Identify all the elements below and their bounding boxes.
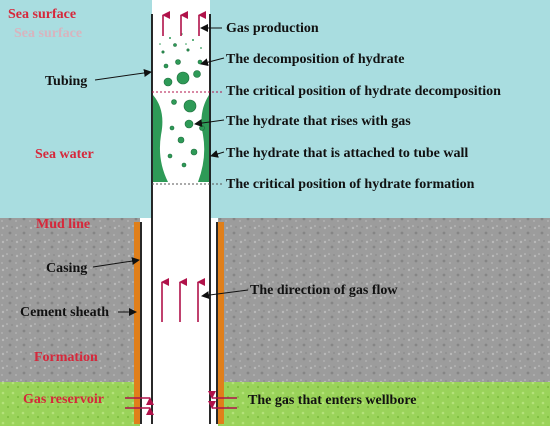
label-critical-formation: The critical position of hydrate formati…	[226, 177, 475, 192]
label-cement-sheath: Cement sheath	[20, 305, 109, 320]
label-gas-flow-direction: The direction of gas flow	[250, 283, 398, 298]
gas-flow-arrows	[161, 278, 205, 322]
label-gas-reservoir: Gas reservoir	[23, 392, 104, 407]
label-casing: Casing	[46, 261, 87, 276]
label-formation: Formation	[34, 350, 98, 365]
cement-sheath-left	[134, 222, 140, 424]
gas-inflow-arrows	[125, 391, 237, 415]
cement-sheath-right	[218, 222, 224, 424]
label-mud-line: Mud line	[36, 217, 90, 232]
wellbore-interior	[140, 218, 218, 426]
hydrate-particles	[161, 43, 205, 168]
label-decomposition: The decomposition of hydrate	[226, 52, 405, 67]
label-tubing: Tubing	[45, 74, 87, 89]
label-sea-surface: Sea surface	[8, 7, 76, 22]
label-gas-production: Gas production	[226, 21, 319, 36]
label-critical-decomposition: The critical position of hydrate decompo…	[226, 84, 501, 99]
hydrate-wall-left	[153, 95, 168, 182]
label-sea-water: Sea water	[35, 147, 94, 162]
label-hydrate-attached: The hydrate that is attached to tube wal…	[226, 146, 468, 161]
sea-water-layer	[0, 0, 550, 218]
label-gas-enters: The gas that enters wellbore	[248, 393, 417, 408]
label-hydrate-rises: The hydrate that rises with gas	[226, 114, 411, 129]
gas-production-arrows	[162, 11, 206, 36]
label-sea-surface-faint: Sea surface	[14, 26, 82, 41]
formation-layer	[0, 218, 550, 382]
gas-reservoir-layer	[0, 382, 550, 426]
leader-lines	[92, 24, 249, 316]
hydrate-wall-right	[198, 95, 209, 182]
